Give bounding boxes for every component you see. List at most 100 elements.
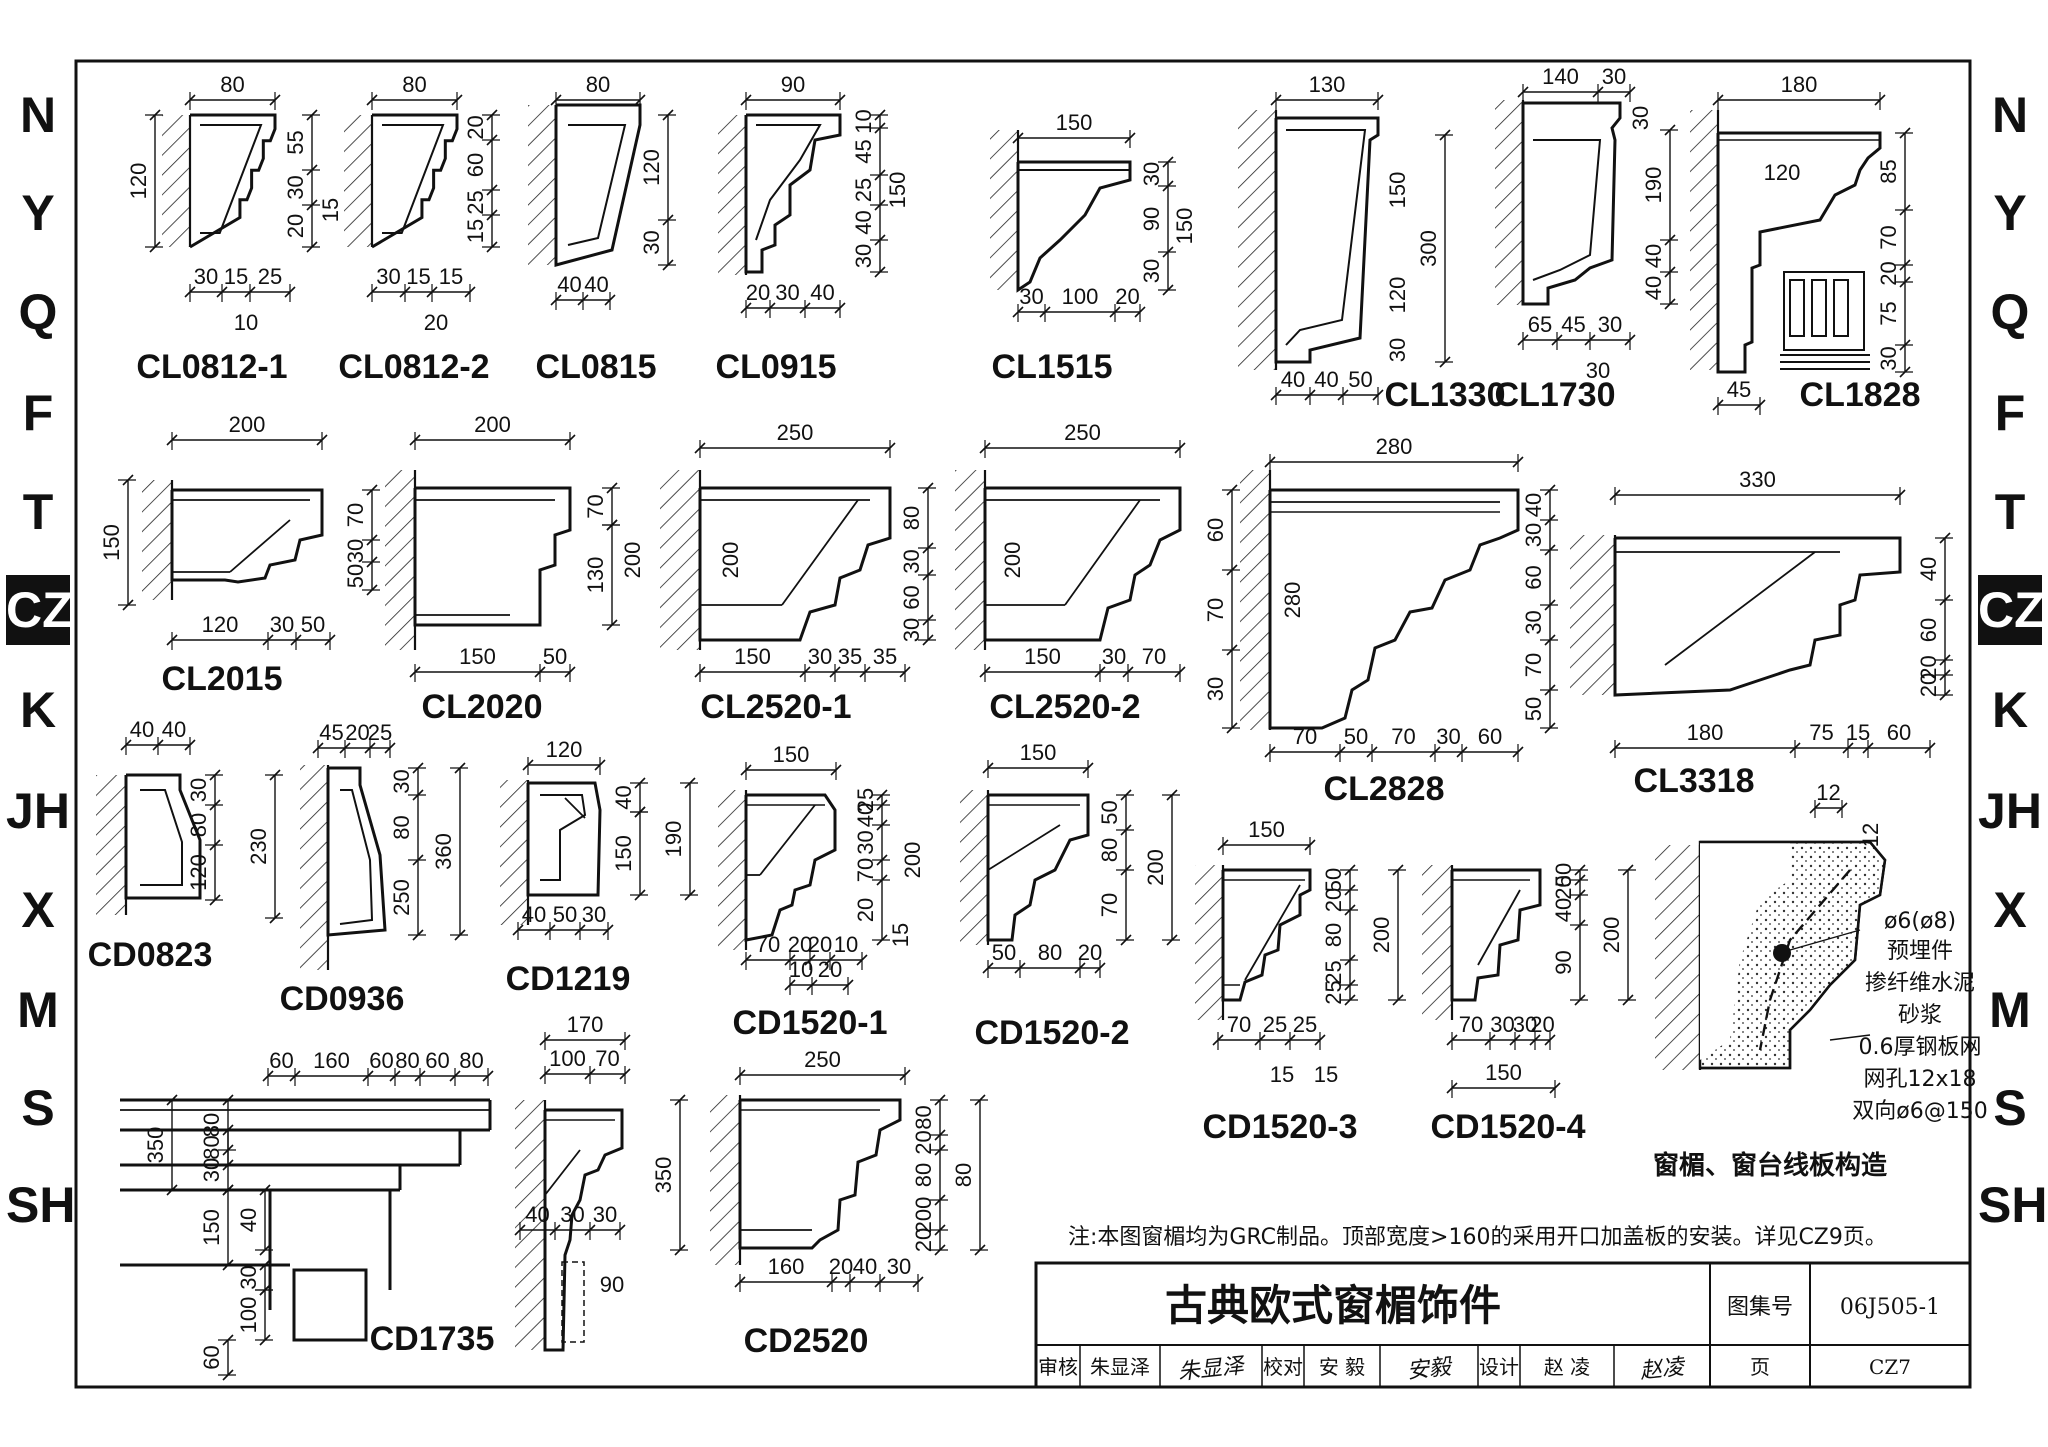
side-index-q[interactable]: Q <box>1990 284 2030 340</box>
construction-note: 掺纤维水泥 <box>1865 971 1975 996</box>
side-index-y[interactable]: Y <box>1993 185 2027 241</box>
dimension-label: 35 <box>838 644 862 669</box>
profile-outline <box>755 124 822 241</box>
side-index-f[interactable]: F <box>1994 385 2026 441</box>
side-index-s[interactable]: S <box>21 1080 55 1136</box>
side-index-jh[interactable]: JH <box>1978 783 2042 839</box>
profile-outline <box>326 766 387 937</box>
dimension-label: 40 <box>1314 367 1338 392</box>
dimension-label: 350 <box>651 1157 676 1194</box>
wall-hatch <box>500 780 528 925</box>
drawing-frame <box>74 59 1972 1389</box>
dimension-label: 30 <box>560 1202 584 1227</box>
dimension-label: 150 <box>1248 817 1285 842</box>
dimension-label: 30 <box>1513 1012 1537 1037</box>
dimension-label: 10 <box>851 109 876 133</box>
profile-label: CL2828 <box>1324 770 1445 808</box>
profile-label: CL0812-1 <box>136 348 287 386</box>
dimension-label: 150 <box>1172 208 1197 245</box>
dimension-label: 60 <box>425 1048 449 1073</box>
side-index-cz[interactable]: CZ <box>1978 575 2045 645</box>
side-index-m[interactable]: M <box>1989 982 2031 1038</box>
dimension-label: 150 <box>773 742 810 767</box>
side-index-s[interactable]: S <box>1993 1080 2027 1136</box>
dentil <box>1833 279 1849 337</box>
dimension-label: 15 <box>888 923 913 947</box>
dimension-label: 20 <box>829 1254 853 1279</box>
wall-hatch <box>385 470 415 650</box>
dimension-label: 15 <box>406 264 430 289</box>
dimension-label: 25 <box>1263 1012 1287 1037</box>
wall-hatch <box>528 105 556 265</box>
dimension-label: 30 <box>853 830 878 854</box>
dimension-label: 20 <box>1078 940 1102 965</box>
side-index-f[interactable]: F <box>22 385 54 441</box>
dimension-label: 30 <box>1876 346 1901 370</box>
side-index-m[interactable]: M <box>17 982 59 1038</box>
wall-hatch <box>1238 110 1276 370</box>
side-index-k[interactable]: K <box>19 682 57 738</box>
dimension-label: 75 <box>1809 720 1833 745</box>
profile-label: CD2520 <box>744 1322 869 1360</box>
dimension-label: 70 <box>1097 893 1122 917</box>
dimension-label: 30 <box>376 264 400 289</box>
dimension-label: 150 <box>1020 740 1057 765</box>
dimension-label: 80 <box>911 1105 936 1129</box>
dimension-label: 60 <box>1916 618 1941 642</box>
dimension-label: 60 <box>463 153 488 177</box>
wall-hatch <box>344 115 372 247</box>
profile-outline <box>983 486 1182 642</box>
profile-outline <box>1521 101 1622 306</box>
wall-hatch <box>1690 110 1718 370</box>
dimension-label: 20 <box>424 310 448 335</box>
side-index-jh[interactable]: JH <box>6 783 70 839</box>
dimension-label: 200 <box>1000 542 1025 579</box>
dimension-label: 150 <box>611 835 636 872</box>
dimension-label: 90 <box>1551 950 1576 974</box>
dimension-label: 180 <box>1781 72 1818 97</box>
side-index-sh[interactable]: SH <box>6 1177 76 1233</box>
design-label: 设计 <box>1479 1355 1519 1379</box>
reinforcement-mesh <box>1758 869 1851 1051</box>
dimension-label: 150 <box>1485 1060 1522 1085</box>
dimension-label: 30 <box>389 769 414 793</box>
side-index-t[interactable]: T <box>22 484 54 540</box>
profile-label: CL2520-2 <box>989 688 1140 726</box>
side-index-n[interactable]: N <box>1991 87 2029 143</box>
side-index-x[interactable]: X <box>21 882 55 938</box>
dimension-label: 30 <box>1598 312 1622 337</box>
side-index-t[interactable]: T <box>1994 484 2026 540</box>
dimension-label: 30 <box>236 1265 261 1289</box>
side-index-k[interactable]: K <box>1991 682 2029 738</box>
dentil <box>1811 279 1827 337</box>
dimension-label: 30 <box>1203 677 1228 701</box>
profile-label: CD1219 <box>506 960 631 998</box>
dimension-label: 200 <box>900 842 925 879</box>
dimension-label: 40 <box>1551 898 1576 922</box>
side-index-n[interactable]: N <box>19 87 57 143</box>
dimension-label: 180 <box>1687 720 1724 745</box>
dimension-label: 30 <box>1628 106 1653 130</box>
wall-hatch <box>142 480 172 600</box>
side-index-cz[interactable]: CZ <box>6 575 73 645</box>
profile-label: CL1828 <box>1800 376 1921 414</box>
side-index-y[interactable]: Y <box>21 185 55 241</box>
profile-outline <box>1613 536 1902 697</box>
profile-outline <box>744 793 837 942</box>
dimension-label: 20 <box>1916 673 1941 697</box>
side-index-q[interactable]: Q <box>18 284 58 340</box>
dimension-label: 50 <box>1321 868 1346 892</box>
dimension-label: 50 <box>1521 697 1546 721</box>
side-index-sh[interactable]: SH <box>1978 1177 2048 1233</box>
wall-hatch <box>718 115 746 275</box>
dimension-label: 200 <box>229 412 266 437</box>
side-index-x[interactable]: X <box>1993 882 2027 938</box>
dimension-label: 40 <box>611 785 636 809</box>
